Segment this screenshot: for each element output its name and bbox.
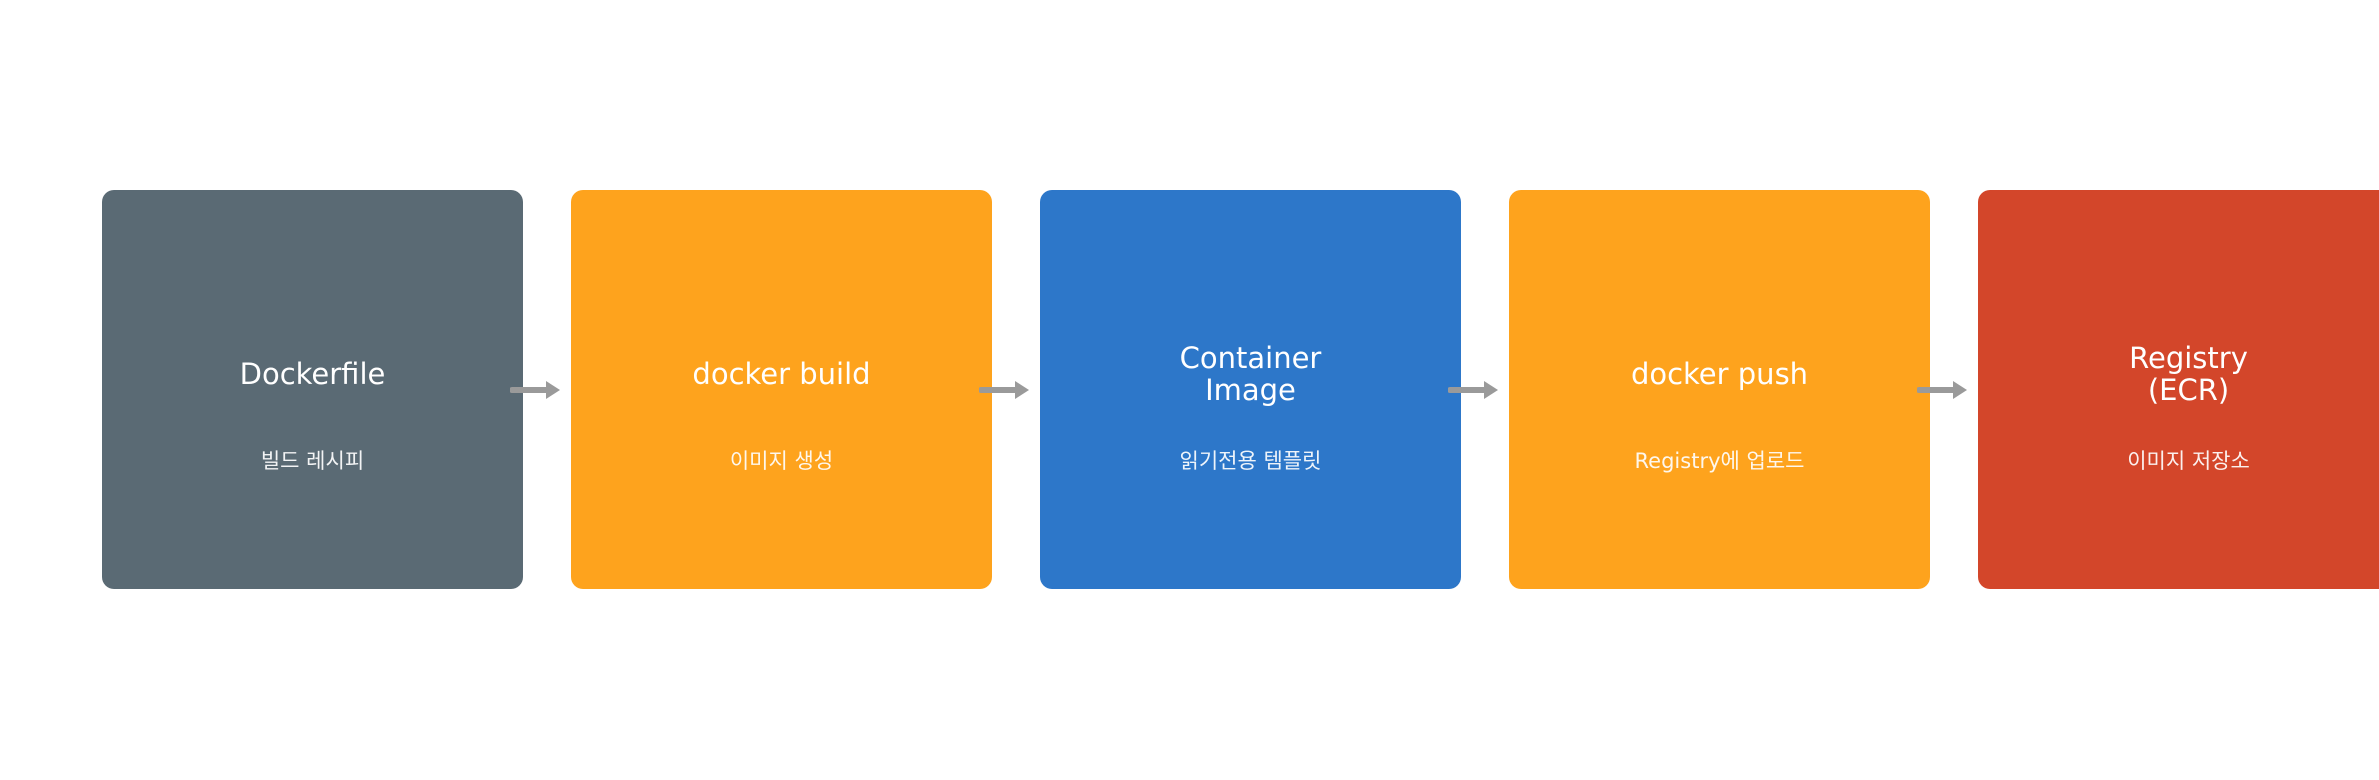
step-container-image: Container Image 읽기전용 템플릿	[1040, 190, 1461, 589]
arrow-right-icon	[510, 381, 560, 399]
step-title: Registry (ECR)	[2129, 341, 2248, 407]
step-docker-build: docker build 이미지 생성	[571, 190, 992, 589]
step-subtitle: 빌드 레시피	[260, 449, 365, 473]
arrow-right-icon	[979, 381, 1029, 399]
step-subtitle: 이미지 생성	[729, 449, 834, 473]
arrow-right-icon	[1917, 381, 1967, 399]
step-docker-push: docker push Registry에 업로드	[1509, 190, 1930, 589]
step-subtitle: 읽기전용 템플릿	[1179, 449, 1322, 473]
step-title: Dockerfile	[239, 357, 386, 391]
step-title: docker push	[1630, 357, 1809, 391]
step-dockerfile: Dockerfile 빌드 레시피	[102, 190, 523, 589]
arrow-right-icon	[1448, 381, 1498, 399]
step-title: docker build	[692, 357, 871, 391]
step-subtitle: 이미지 저장소	[2127, 449, 2250, 473]
step-title: Container Image	[1179, 341, 1322, 407]
step-registry: Registry (ECR) 이미지 저장소	[1978, 190, 2379, 589]
step-subtitle: Registry에 업로드	[1634, 449, 1805, 473]
